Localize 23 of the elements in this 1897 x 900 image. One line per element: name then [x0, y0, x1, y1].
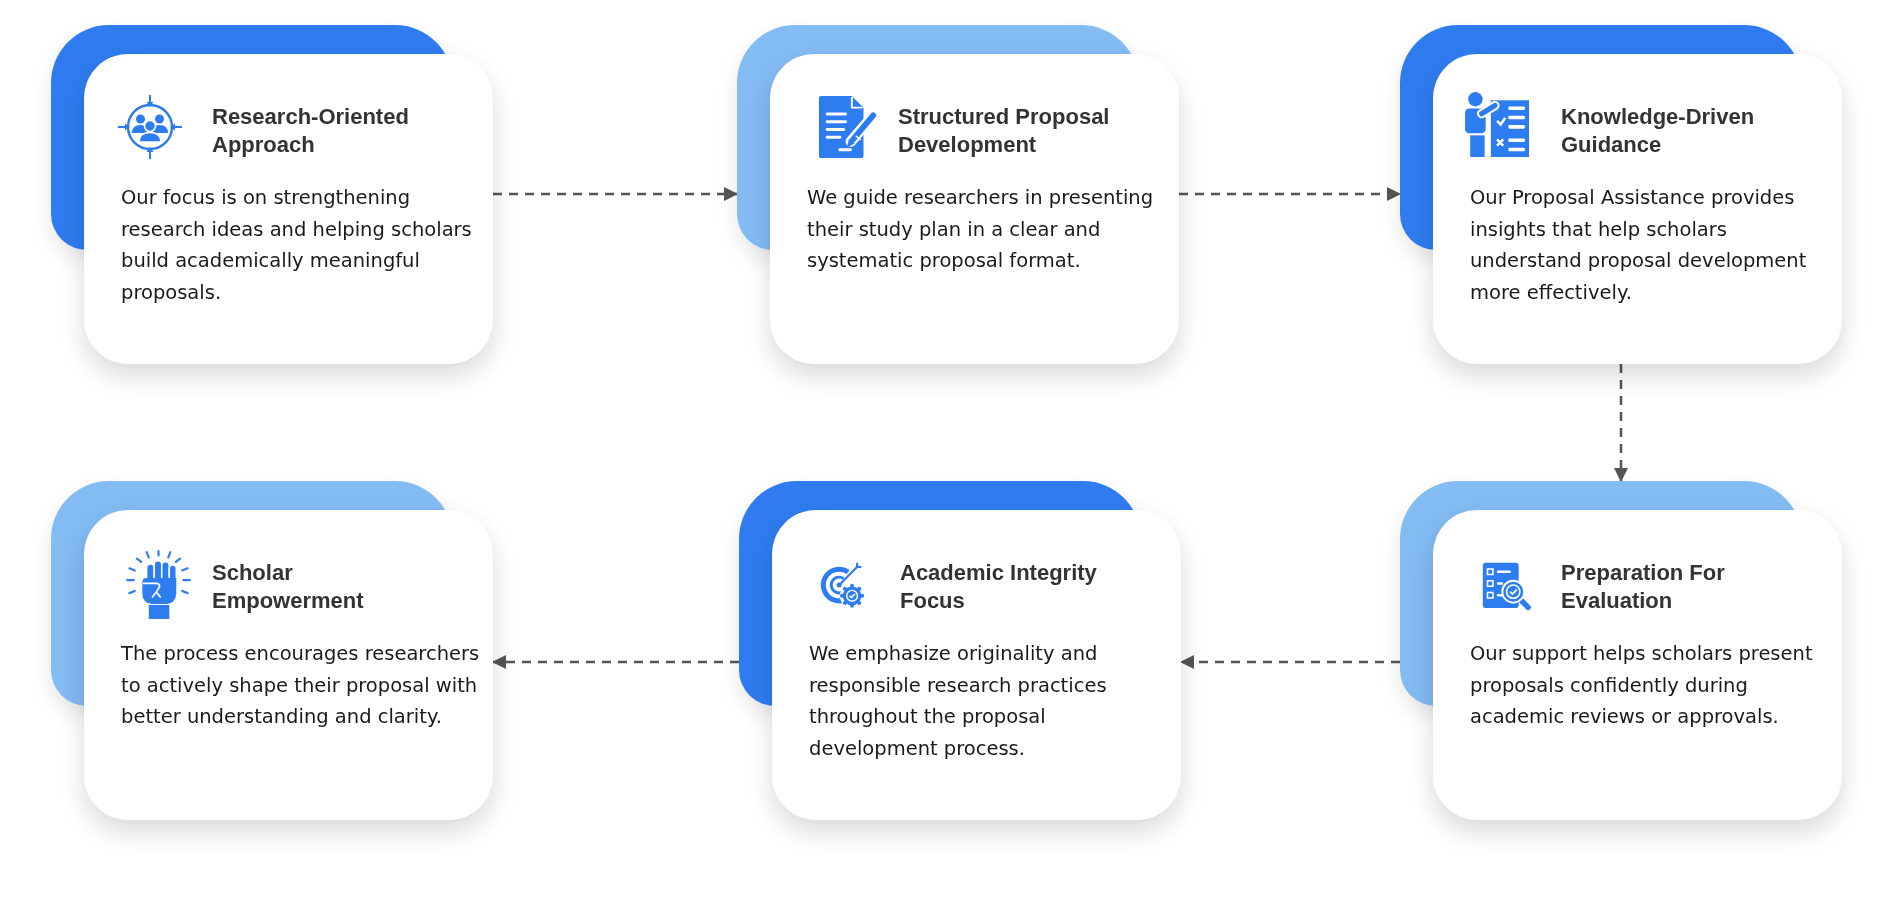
- card-title: Structured Proposal Development: [898, 103, 1111, 159]
- step-card: [1400, 25, 1842, 364]
- card-title: Research-Oriented Approach: [212, 103, 410, 159]
- card-title: Scholar Empowerment: [212, 559, 365, 615]
- step-card: [1400, 481, 1842, 820]
- card-description: We emphasize originality and responsible research practices throughout the proposal development process.: [809, 641, 1108, 762]
- card-title: Knowledge-Driven Guidance: [1561, 103, 1756, 159]
- card-description: Our Proposal Assistance provides insights that help scholars understand proposal development more effectively.: [1470, 185, 1808, 306]
- card-title: Academic Integrity Focus: [900, 559, 1098, 615]
- card-description: Our focus is on strengthening research ideas and helping scholars build academically meaningful proposals.: [121, 185, 473, 306]
- dashed-arrow: [1180, 655, 1400, 669]
- step-card: [737, 25, 1179, 364]
- card-description: We guide researchers in presenting their study plan in a clear and systematic proposal format.: [807, 185, 1155, 274]
- step-card: [51, 25, 493, 364]
- dashed-arrow: [493, 187, 738, 201]
- dashed-arrow: [1614, 364, 1628, 482]
- step-card: [739, 481, 1181, 820]
- card-description: Our support helps scholars present proposals confidently during academic reviews or approvals.: [1470, 641, 1814, 730]
- card-description: The process encourages researchers to actively shape their proposal with better understanding and clarity.: [121, 641, 481, 730]
- step-card: [51, 481, 493, 820]
- dashed-arrow: [492, 655, 739, 669]
- card-title: Preparation For Evaluation: [1561, 559, 1726, 615]
- dashed-arrow: [1179, 187, 1401, 201]
